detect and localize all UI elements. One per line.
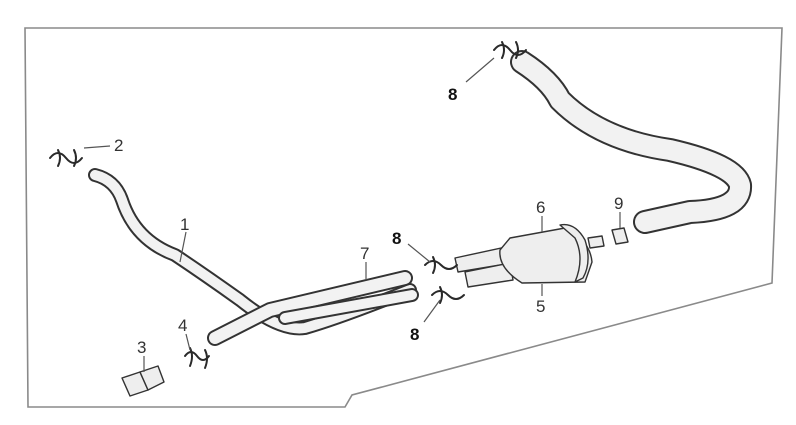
callout-8-low: 8 bbox=[410, 325, 419, 344]
callout-6: 6 bbox=[536, 198, 545, 217]
leader-4 bbox=[185, 333, 191, 351]
clip-2 bbox=[49, 149, 83, 167]
leader-8-mid bbox=[407, 243, 431, 263]
callout-4: 4 bbox=[178, 316, 187, 335]
fitting-3 bbox=[121, 365, 165, 397]
leader-1 bbox=[179, 231, 187, 263]
callout-3: 3 bbox=[137, 338, 146, 357]
hose-1 bbox=[88, 168, 417, 336]
sleeve-9 bbox=[611, 227, 629, 245]
leader-2 bbox=[83, 145, 111, 149]
leader-8-low bbox=[423, 299, 441, 323]
leader-8-top bbox=[465, 57, 495, 83]
hose-top-right bbox=[510, 50, 752, 234]
clip-8-low bbox=[431, 286, 465, 304]
callout-7: 7 bbox=[360, 244, 369, 263]
callout-1: 1 bbox=[180, 215, 189, 234]
callout-9: 9 bbox=[614, 194, 623, 213]
callout-8-top: 8 bbox=[448, 85, 457, 104]
callout-8-mid: 8 bbox=[392, 229, 401, 248]
fuel-filter bbox=[454, 223, 605, 288]
clip-8-mid bbox=[424, 256, 458, 274]
callout-2: 2 bbox=[114, 136, 123, 155]
callout-5: 5 bbox=[536, 297, 545, 316]
diagram-frame bbox=[24, 27, 783, 408]
clip-4 bbox=[184, 347, 210, 369]
hose-7 bbox=[207, 270, 419, 346]
clip-8-top bbox=[493, 41, 527, 59]
